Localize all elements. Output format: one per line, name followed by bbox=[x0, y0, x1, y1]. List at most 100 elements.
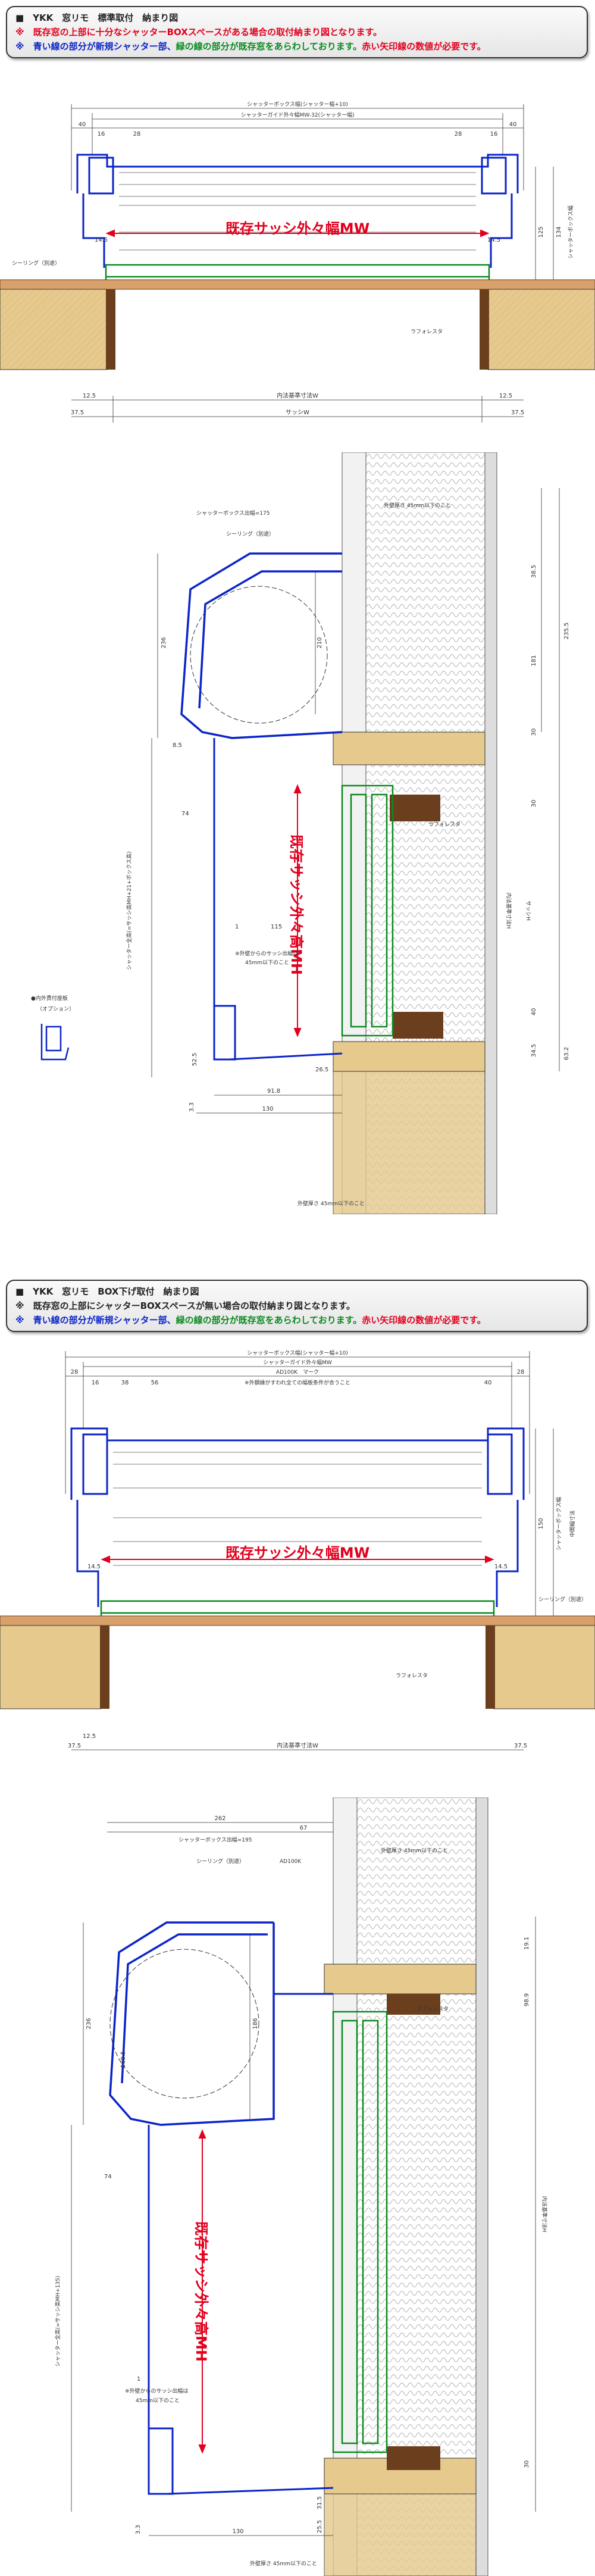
sec2-sash-mh-label: 既存サッシ外々高MH bbox=[193, 2221, 209, 2362]
sec1-sash-mh-label: 既存サッシ外々高MH bbox=[288, 834, 305, 975]
sec2-dim-168-5: 168.5 bbox=[120, 2051, 127, 2068]
sec2-outer-wall-label: 外壁厚さ 45mm以下のこと bbox=[381, 1847, 448, 1854]
section1-note1: ※ 既存窓の上部に十分なシャッターBOXスペースがある場合の取付納まり図となりま… bbox=[15, 27, 383, 37]
plan2-inner-dim-label: 内法基準寸法W bbox=[277, 1742, 318, 1749]
plan2-dim-56: 56 bbox=[151, 1380, 159, 1386]
section1-title: ■ YKK 窓リモ 標準取付 納まり図 bbox=[15, 12, 178, 23]
section2-header: ■ YKK 窓リモ BOX下げ取付 納まり図 ※ 既存窓の上部にシャッターBOX… bbox=[6, 1280, 588, 1332]
sec1-dim-26-5: 26.5 bbox=[315, 1067, 328, 1073]
plan1-rafuoresuta-label: ラフォレスタ bbox=[411, 329, 443, 335]
plan1-guide-width-label: シャッターガイド外々幅MW-32(シャッター幅) bbox=[240, 111, 354, 118]
plan1-dim-40b: 40 bbox=[509, 121, 517, 128]
plan2-dim-12-5: 12.5 bbox=[83, 1733, 96, 1740]
plan1-dim-125: 125 bbox=[538, 226, 544, 237]
sec2-ad100k-label: AD100K bbox=[280, 1859, 302, 1865]
sec1-outer-wall-label: 外壁厚さ 45mm以下のこと bbox=[384, 502, 451, 509]
sec1-dim-8-5: 8.5 bbox=[173, 742, 182, 749]
sec1-dim-210: 210 bbox=[317, 637, 323, 648]
plan1-side-label: シャッターボックス幅 bbox=[567, 205, 574, 259]
plan2-dimension-lines bbox=[65, 1351, 554, 1750]
sec1-sealing-label: シーリング（別途） bbox=[226, 530, 274, 537]
sec1-outer-wall-bottom-label: 外壁厚さ 45mm以下のこと bbox=[298, 1200, 365, 1207]
section1-note2: ※ 青い線の部分が新規シャッター部、緑の線の部分が既存窓をあらわしております。赤… bbox=[15, 39, 578, 54]
sec2-dim-25-5: 25.5 bbox=[317, 2520, 323, 2533]
sec1-shutter-total-label: シャッター全高(=サッシ高MH+21+ボックス高) bbox=[126, 851, 133, 970]
sec2-guide-rail bbox=[148, 1993, 334, 2495]
sec1-dim-130: 130 bbox=[262, 1106, 273, 1112]
sec2-dim-186: 186 bbox=[252, 2018, 259, 2029]
plan2-dim-37-5b: 37.5 bbox=[514, 1743, 527, 1749]
sec2-outer-wall-bottom-label: 外壁厚さ 45mm以下のこと bbox=[250, 2560, 317, 2567]
plan2-curtain-lines bbox=[113, 1452, 482, 1566]
plan2-guide-width-label: シャッターガイド外々幅MW bbox=[263, 1359, 332, 1366]
sec1-dim-30a: 30 bbox=[531, 800, 537, 808]
plan2-box-width-label: シャッターボックス幅(シャッター幅+10) bbox=[247, 1349, 348, 1356]
sec2-box-height-label: シャッターボックス出幅=195 bbox=[178, 1836, 252, 1843]
sec2-dim-67: 67 bbox=[300, 1825, 308, 1831]
sec1-dim-52-5: 52.5 bbox=[192, 1053, 198, 1066]
plan1-dim-12-5a: 12.5 bbox=[83, 393, 96, 399]
sec2-existing-window bbox=[332, 2011, 388, 2453]
plan2-side-label: シャッターボックス幅 bbox=[555, 1497, 562, 1550]
sec2-dim-3-3: 3.3 bbox=[135, 2525, 142, 2534]
sec1-rafuoresuta-label: ラフォレスタ bbox=[428, 821, 461, 828]
plan1-dim-14-5a: 14.5 bbox=[95, 237, 108, 243]
sec1-dim-3-3: 3.3 bbox=[189, 1102, 195, 1112]
plan1-dim-28a: 28 bbox=[133, 131, 141, 137]
plan1-sash-mw-arrow bbox=[105, 229, 490, 237]
plan2-dim-150: 150 bbox=[538, 1518, 544, 1529]
plan1-dim-134: 134 bbox=[556, 226, 562, 237]
sec1-option-title: ●内外貫付座板 bbox=[31, 995, 68, 1002]
plan2-dim-28b: 28 bbox=[517, 1369, 525, 1375]
section2-note1: ※ 既存窓の上部にシャッターBOXスペースが無い場合の取付納まり図となります。 bbox=[15, 1300, 356, 1311]
section1-note2-green: 緑の線の部分が既存窓をあらわしております。 bbox=[176, 41, 362, 52]
plan1-inner-dim-label: 内法基準寸法W bbox=[277, 392, 318, 399]
sec2-dim-31-5: 31.5 bbox=[317, 2496, 323, 2509]
plan1-wall bbox=[0, 279, 595, 370]
sec2-dim-236: 236 bbox=[86, 2018, 92, 2029]
plan2-dim-38: 38 bbox=[121, 1380, 129, 1386]
sec1-dim-38-5: 38.5 bbox=[531, 565, 537, 578]
sec1-dim-115: 115 bbox=[271, 924, 282, 930]
section2-note2-blue: ※ 青い線の部分が新規シャッター部、 bbox=[15, 1315, 176, 1325]
plan2-dim-28a: 28 bbox=[71, 1369, 79, 1375]
sec1-sash-h-label: サッシH bbox=[525, 901, 531, 921]
sec1-inner-h-label: 内法基準寸法H bbox=[505, 893, 512, 929]
plan2-rafuoresuta-label: ラフォレスタ bbox=[396, 1672, 428, 1679]
section2-note2: ※ 青い線の部分が新規シャッター部、緑の線の部分が既存窓をあらわしております。赤… bbox=[15, 1313, 578, 1327]
sec2-shutter-box bbox=[109, 1921, 275, 2126]
sec1-dim-40: 40 bbox=[531, 1008, 537, 1016]
sec2-dim-130: 130 bbox=[232, 2528, 243, 2535]
sec1-sill-note-1: ※外壁からのサッシ出幅は bbox=[235, 950, 299, 957]
plan1-dim-14-5b: 14.5 bbox=[487, 237, 500, 243]
sec2-dim-74: 74 bbox=[104, 2174, 112, 2180]
sec1-dimension-lines bbox=[151, 488, 560, 1114]
plan2-sash-mw-arrow bbox=[101, 1555, 494, 1564]
section2-section-drawing: 既存サッシ外々高MH 262 シャッターボックス出幅=195 67 シーリング（… bbox=[54, 1797, 548, 2576]
plan1-dim-37-5a: 37.5 bbox=[71, 409, 84, 416]
plan1-box-width-label: シャッターボックス幅(シャッター幅+10) bbox=[247, 101, 348, 108]
sec2-sill-note-2: 45mm以下のこと bbox=[136, 2397, 180, 2404]
section1-note2-red: 赤い矢印線の数値が必要です。 bbox=[362, 41, 486, 52]
sec1-option-sketch bbox=[40, 1024, 70, 1061]
plan1-dimension-lines bbox=[71, 104, 554, 423]
plan2-dim-14-5a: 14.5 bbox=[87, 1564, 101, 1570]
plan2-notice-line: ※外額縁がすわれ全ての幅板条件が合うこと bbox=[245, 1379, 350, 1386]
plan1-dim-40a: 40 bbox=[79, 121, 86, 128]
sec2-dim-19-1: 19.1 bbox=[524, 1937, 530, 1950]
sec1-dim-236: 236 bbox=[161, 637, 167, 648]
section1-section-drawing: 既存サッシ外々高MH シャッターボックス出幅=175 シーリング（別途） 外壁厚… bbox=[31, 452, 570, 1214]
section1-plan-drawing: シャッターボックス幅(シャッター幅+10) シャッターガイド外々幅MW-32(シ… bbox=[0, 101, 595, 423]
sec1-sash-mh-arrow bbox=[293, 784, 302, 1037]
plan2-sealing-label: シーリング（別途） bbox=[538, 1596, 587, 1603]
plan2-side-label2: 中間幅寸法 bbox=[569, 1510, 576, 1537]
plan2-dim-14-5b: 14.5 bbox=[494, 1564, 508, 1570]
plan1-dim-37-5b: 37.5 bbox=[511, 409, 524, 416]
section2-note2-red: 赤い矢印線の数値が必要です。 bbox=[362, 1315, 486, 1325]
section2-plan-drawing: シャッターボックス幅(シャッター幅+10) シャッターガイド外々幅MW AD10… bbox=[0, 1349, 595, 1750]
sec2-inner-h-label: 内法基準寸法H bbox=[541, 2196, 548, 2233]
sec2-sill-note-1: ※外壁からのサッシ出幅は bbox=[125, 2387, 189, 2394]
sec1-dim-235-5: 235.5 bbox=[563, 623, 570, 640]
sec1-shutter-box bbox=[180, 552, 343, 739]
sec1-sill-note-2: 45mm以下のこと bbox=[245, 959, 289, 966]
